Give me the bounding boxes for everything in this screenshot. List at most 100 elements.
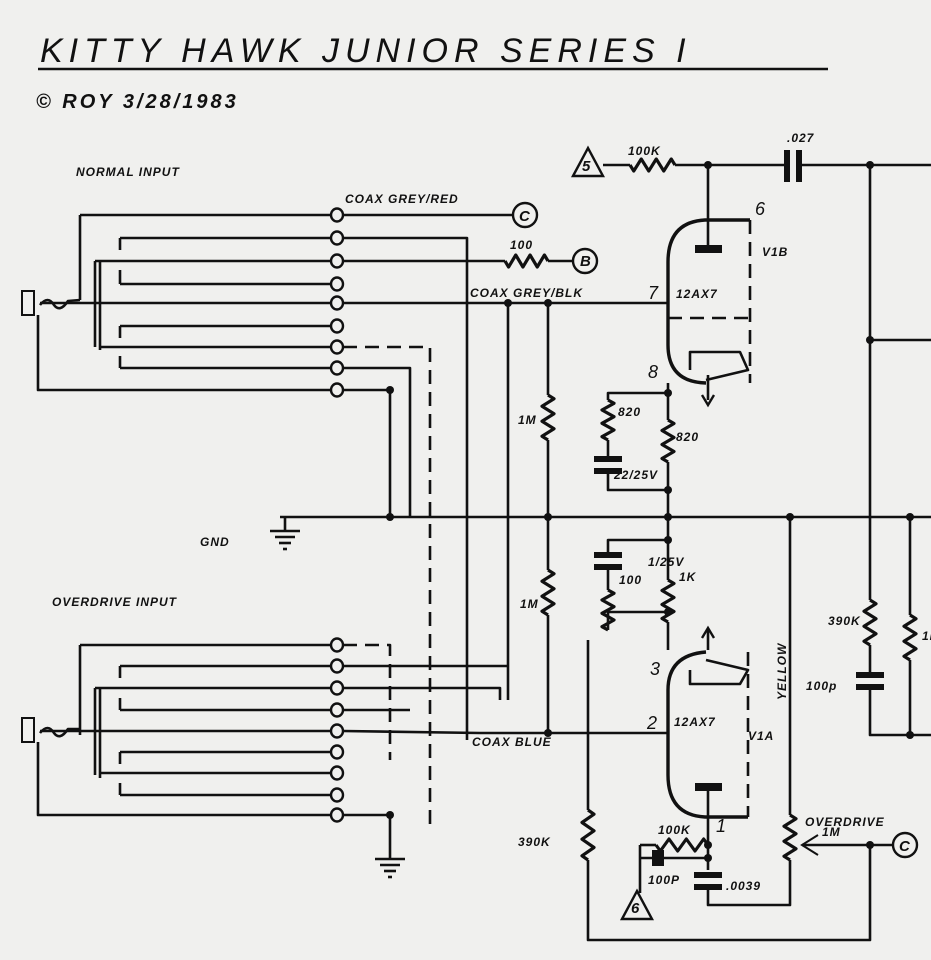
resistor-100k-top bbox=[628, 157, 677, 173]
heater-arrow-icon bbox=[700, 394, 716, 408]
node-6-triangle bbox=[619, 888, 655, 921]
switch-terminal bbox=[329, 658, 345, 674]
switch-terminal bbox=[329, 787, 345, 803]
node-6-label: 6 bbox=[631, 900, 640, 917]
switch-terminal bbox=[329, 637, 345, 653]
r-100k-low-label: 100K bbox=[658, 823, 691, 837]
r-1k-label: 1K bbox=[679, 570, 697, 584]
heater-arrow-icon bbox=[700, 625, 716, 639]
switch-terminal bbox=[329, 765, 345, 781]
wire bbox=[343, 366, 412, 517]
v1b-pin-6: 6 bbox=[755, 199, 766, 219]
input-jack-normal-icon bbox=[21, 290, 35, 316]
r-1m-right-label: 1M bbox=[922, 629, 931, 643]
switch-terminal bbox=[329, 382, 345, 398]
capacitor-1-25v bbox=[594, 564, 622, 570]
capacitor-22-25v bbox=[594, 468, 622, 474]
c-100p-right-label: 100p bbox=[806, 679, 837, 693]
overdrive-input-label: OVERDRIVE INPUT bbox=[52, 595, 178, 609]
connector-b-label: B bbox=[580, 253, 591, 270]
switch-terminal bbox=[329, 207, 345, 223]
resistor-1m-right bbox=[902, 613, 918, 662]
v1b-pin-8: 8 bbox=[648, 362, 658, 382]
switch-terminal bbox=[329, 744, 345, 760]
junction-dot bbox=[386, 811, 394, 819]
v1a-cathode bbox=[688, 658, 750, 686]
r-100-label: 100 bbox=[510, 238, 533, 252]
v1b-envelope bbox=[666, 218, 750, 385]
r-1m-top-label: 1M bbox=[518, 413, 537, 427]
capacitor-1-25v bbox=[594, 552, 622, 558]
resistor-820-b bbox=[660, 418, 676, 464]
input-jack-overdrive-icon bbox=[21, 717, 35, 743]
switch-terminal bbox=[329, 276, 345, 292]
resistor-820-a bbox=[600, 398, 616, 442]
junction-dot bbox=[704, 854, 712, 862]
wire bbox=[606, 538, 668, 552]
switch-terminal bbox=[329, 360, 345, 376]
r-100-low-label: 100 bbox=[619, 573, 642, 587]
coax-shield bbox=[343, 345, 432, 830]
wire bbox=[586, 845, 872, 942]
coax-grey-blk-label: COAX GREY/BLK bbox=[470, 286, 583, 300]
overdrive-pot bbox=[782, 813, 798, 862]
switch-terminal bbox=[329, 318, 345, 334]
switch-terminal bbox=[329, 680, 345, 696]
resistor-390k bbox=[580, 808, 596, 862]
switch-terminal bbox=[329, 295, 345, 311]
c-1-25v-label: 1/25V bbox=[648, 555, 684, 569]
wire bbox=[606, 391, 668, 400]
yellow-wire-label: YELLOW bbox=[775, 642, 789, 700]
r-390k-label: 390K bbox=[518, 835, 551, 849]
gnd-label: GND bbox=[200, 535, 230, 549]
wiper-arrow-icon bbox=[800, 834, 819, 856]
node-5-triangle bbox=[570, 145, 606, 178]
capacitor-0039 bbox=[694, 872, 722, 878]
v1a-name: V1A bbox=[748, 729, 774, 743]
switch-terminal bbox=[329, 702, 345, 718]
connector-c-bottom-label: C bbox=[899, 838, 911, 855]
v1a-plate bbox=[695, 783, 722, 791]
connector-c-top bbox=[511, 201, 539, 229]
resistor-100-low bbox=[600, 588, 616, 632]
switch-terminal bbox=[329, 723, 345, 739]
r-820-b-label: 820 bbox=[676, 430, 699, 444]
junction-dot bbox=[664, 389, 672, 397]
wire bbox=[868, 690, 931, 737]
wire bbox=[606, 474, 668, 492]
connector-c-bottom bbox=[891, 831, 919, 859]
r-1m-low-label: 1M bbox=[520, 597, 539, 611]
junction-dot bbox=[386, 386, 394, 394]
resistor-1m-low bbox=[540, 568, 556, 617]
junction-dot bbox=[664, 608, 672, 616]
capacitor-22-25v bbox=[594, 456, 622, 462]
connector-c-top-label: C bbox=[519, 208, 531, 225]
wire bbox=[343, 388, 392, 517]
normal-input-label: NORMAL INPUT bbox=[76, 165, 180, 179]
resistor-390k-right bbox=[862, 598, 878, 647]
v1a-type: 12AX7 bbox=[674, 715, 716, 729]
v1b-plate bbox=[695, 245, 722, 253]
overdrive-pot-value: 1M bbox=[822, 825, 841, 839]
c-100p-label: 100P bbox=[648, 873, 680, 887]
jack-tip-icon bbox=[38, 726, 80, 738]
wire bbox=[342, 729, 481, 735]
wire bbox=[606, 610, 668, 630]
c-027-label: .027 bbox=[787, 131, 815, 145]
resistor-100k-low bbox=[654, 837, 710, 853]
v1a-pin-1: 1 bbox=[716, 816, 726, 836]
wire bbox=[706, 860, 792, 907]
schematic-title: KITTY HAWK JUNIOR SERIES I bbox=[40, 32, 692, 70]
copyright-text: © ROY 3/28/1983 bbox=[36, 91, 239, 113]
switch-terminal bbox=[329, 807, 345, 823]
c-22-25v-label: 22/25V bbox=[613, 468, 658, 482]
v1a-envelope bbox=[666, 650, 748, 819]
v1a-pin-3: 3 bbox=[650, 659, 660, 679]
wire bbox=[343, 236, 469, 740]
v1b-pin-7: 7 bbox=[648, 283, 659, 303]
resistor-100 bbox=[503, 253, 550, 269]
coax-grey-red-label: COAX GREY/RED bbox=[345, 192, 459, 206]
v1b-name: V1B bbox=[762, 245, 788, 259]
